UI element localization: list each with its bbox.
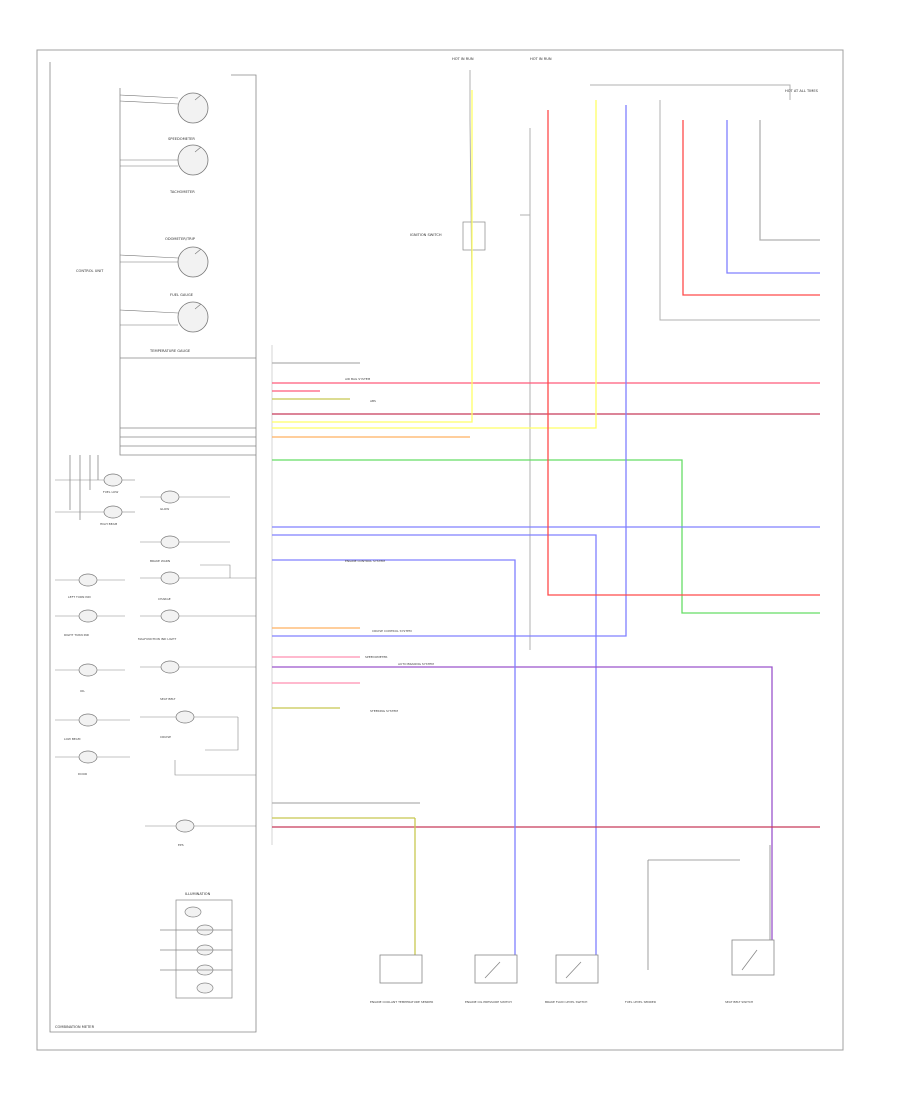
left-turn-label: LEFT TURN IND	[68, 595, 91, 599]
door-label: DOOR	[78, 772, 87, 776]
ignition-switch	[462, 221, 486, 251]
cruise-control-label: CRUISE CONTROL SYSTEM	[372, 629, 412, 633]
seat-belt-lamp	[175, 710, 195, 724]
cruise-lamp	[78, 663, 98, 677]
brake-fluid-switch	[555, 954, 599, 984]
steering-system-label: STEERING SYSTEM	[370, 709, 398, 713]
brake-warn-label: BRAKE WARN	[150, 559, 170, 563]
door-lamp	[78, 750, 98, 764]
oil-pressure-switch	[474, 954, 518, 984]
gauges	[177, 92, 209, 333]
diagram-border	[36, 49, 844, 1051]
engine-coolant-temp-sender	[379, 954, 423, 984]
cruise-label: CRUISE	[160, 735, 171, 739]
left-turn-lamp	[78, 573, 98, 587]
oil-lamp	[160, 660, 180, 674]
odometer-label: ODOMETER/TRIP	[165, 237, 196, 241]
low-beam-label: LOW BEAM	[64, 737, 81, 741]
fuel-gauge	[177, 301, 209, 333]
bottom-components	[379, 845, 775, 984]
airbag-system-label: AIR BAG SYSTEM	[345, 377, 371, 381]
malfunction-lamp	[160, 609, 180, 623]
speedometer-label: SPEEDOMETER	[168, 137, 195, 141]
seat-belt-switch-label: SEAT BELT SWITCH	[725, 1000, 753, 1004]
tachometer-gauge	[177, 144, 209, 176]
odometer-gauge	[177, 246, 209, 278]
right-turn-label: RIGHT TURN IND	[64, 633, 90, 637]
high-beam-lamp	[103, 505, 123, 519]
high-beam-label: HIGH BEAM	[100, 522, 118, 526]
fuel-low-label: FUEL LOW	[103, 490, 118, 494]
fuel-low-lamp	[103, 473, 123, 487]
brake-warn-lamp	[160, 535, 180, 549]
malfunction-label: MALFUNCTION IND LIGHT	[138, 637, 176, 641]
oil-pressure-label: ENGINE OIL PRESSURE SWITCH	[465, 1000, 512, 1004]
diagram-title: COMBINATION METER	[55, 1025, 95, 1029]
eps-label: EPS	[178, 843, 184, 847]
hot-run-1-label: HOT IN RUN	[452, 57, 474, 61]
illumination-block	[160, 899, 233, 999]
wire-bus	[272, 90, 820, 955]
illumination-label: ILLUMINATION	[185, 892, 211, 896]
glow-label: GLOW	[160, 507, 169, 511]
tachometer-label: TACHOMETER	[169, 190, 195, 194]
brake-fluid-label: BRAKE FLUID LEVEL SWITCH	[545, 1000, 587, 1004]
eps-lamp	[175, 819, 195, 833]
speedometer-gauge	[177, 92, 209, 124]
right-turn-lamp	[78, 609, 98, 623]
temp-gauge-label: TEMPERATURE GAUGE	[149, 349, 191, 353]
charge-lamp	[160, 571, 180, 585]
seat-belt-label: SEAT BELT	[160, 697, 176, 701]
engine-control-label: ENGINE CONTROL SYSTEM	[345, 559, 385, 563]
hot-run-2-label: HOT IN RUN	[530, 57, 552, 61]
fuel-gauge-label: FUEL GAUGE	[170, 293, 194, 297]
speedometer-sys-label: SPEEDOMETER	[365, 655, 387, 659]
combination-meter	[49, 62, 257, 1033]
auto-braking-label: AUTO BRAKING SYSTEM	[398, 662, 434, 666]
red-feeds	[547, 110, 820, 596]
oil-label: OIL	[80, 689, 85, 693]
fuel-level-label: FUEL LEVEL SENDER	[625, 1000, 656, 1004]
control-unit-label: CONTROL UNIT	[76, 269, 104, 273]
seat-belt-switch	[731, 939, 775, 976]
top-feeds	[469, 70, 820, 650]
abs-label: ABS	[370, 399, 376, 403]
glow-lamp	[160, 490, 180, 504]
indicator-lamps	[78, 473, 195, 833]
hot-at-all-times-label: HOT AT ALL TIMES	[785, 89, 819, 93]
charge-label: CHARGE	[158, 597, 171, 601]
low-beam-lamp	[78, 713, 98, 727]
engine-coolant-temp-label: ENGINE COOLANT TEMPERATURE SENDER	[370, 1000, 433, 1004]
ignition-switch-label: IGNITION SWITCH	[410, 233, 442, 237]
